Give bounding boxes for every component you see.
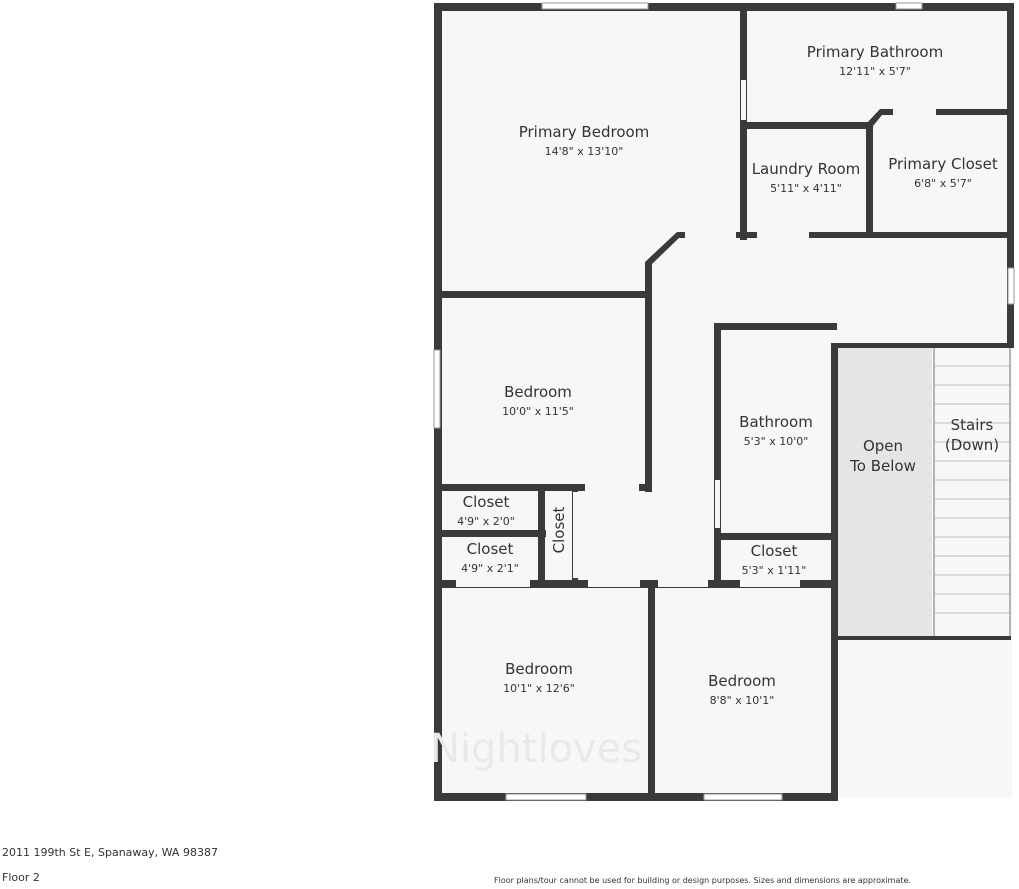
room-dims-bedroom-mid: 10'0" x 11'5" — [502, 405, 574, 418]
room-name-primary-bathroom: Primary Bathroom — [807, 43, 943, 61]
room-dims-closet-1: 4'9" x 2'0" — [457, 515, 515, 528]
stairs-treads — [935, 365, 1010, 614]
room-name-closet-2: Closet — [467, 540, 514, 558]
property-address: 2011 199th St E, Spanaway, WA 98387 — [2, 846, 218, 859]
room-name-bathroom: Bathroom — [739, 413, 813, 431]
room-name-laundry-room: Laundry Room — [752, 160, 861, 178]
open-below-label-line2: To Below — [849, 457, 916, 475]
room-dims-bedroom-br: 8'8" x 10'1" — [710, 694, 775, 707]
door-openings — [456, 80, 936, 587]
room-dims-bathroom: 5'3" x 10'0" — [744, 435, 809, 448]
room-name-closet-1: Closet — [463, 493, 510, 511]
room-dims-closet-2: 4'9" x 2'1" — [461, 562, 519, 575]
room-dims-primary-closet: 6'8" x 5'7" — [914, 177, 972, 190]
windows — [433, 2, 1015, 801]
room-name-closet-bath: Closet — [751, 542, 798, 560]
room-name-bedroom-bl: Bedroom — [505, 660, 573, 678]
stairs-label-line2: (Down) — [945, 436, 999, 454]
room-dims-closet-bath: 5'3" x 1'11" — [742, 564, 807, 577]
room-name-bedroom-br: Bedroom — [708, 672, 776, 690]
disclaimer-text: Floor plans/tour cannot be used for buil… — [494, 876, 911, 885]
open-below-area — [837, 347, 932, 637]
room-name-primary-closet: Primary Closet — [888, 155, 998, 173]
room-dims-primary-bathroom: 12'11" x 5'7" — [839, 65, 911, 78]
room-name-bedroom-mid: Bedroom — [504, 383, 572, 401]
floor-label: Floor 2 — [2, 871, 40, 884]
room-dims-primary-bedroom: 14'8" x 13'10" — [545, 145, 624, 158]
room-dims-bedroom-bl: 10'1" x 12'6" — [503, 682, 575, 695]
watermark: Nightloves — [430, 726, 642, 772]
open-below-label-line1: Open — [863, 437, 903, 455]
stairs-label-line1: Stairs — [951, 416, 994, 434]
room-name-primary-bedroom: Primary Bedroom — [519, 123, 650, 141]
room-name-closet-vertical: Closet — [550, 507, 568, 554]
room-dims-laundry-room: 5'11" x 4'11" — [770, 182, 842, 195]
